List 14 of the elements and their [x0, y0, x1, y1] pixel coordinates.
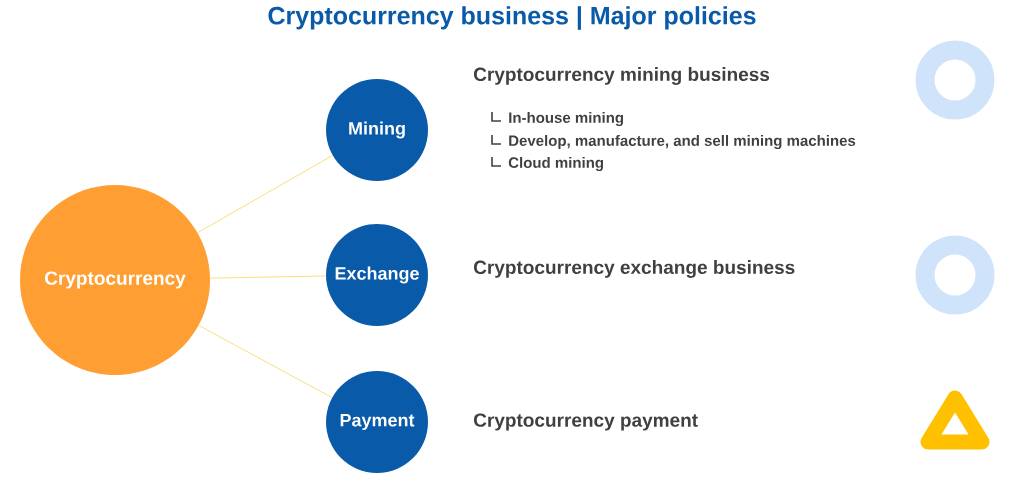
circle-node: Payment — [326, 371, 428, 473]
sub-item-text: Cloud mining — [508, 157, 603, 172]
connector-line — [198, 324, 333, 398]
heading-text: Cryptocurrency exchange business — [474, 260, 795, 278]
circle-node: Mining — [326, 79, 428, 181]
connector-line — [197, 155, 333, 234]
circle-node: Exchange — [326, 224, 428, 326]
heading-text: Cryptocurrency payment — [474, 413, 698, 431]
sub-item-text: Develop, manufacture, and sell mining machines — [509, 135, 856, 150]
sub-item-text: In-house mining — [509, 112, 624, 127]
heading-text: Cryptocurrency mining business — [474, 67, 770, 85]
circle-node: Cryptocurrency — [20, 185, 210, 375]
connector-line — [209, 275, 327, 279]
title: Cryptocurrency business | Major policies — [268, 6, 756, 30]
